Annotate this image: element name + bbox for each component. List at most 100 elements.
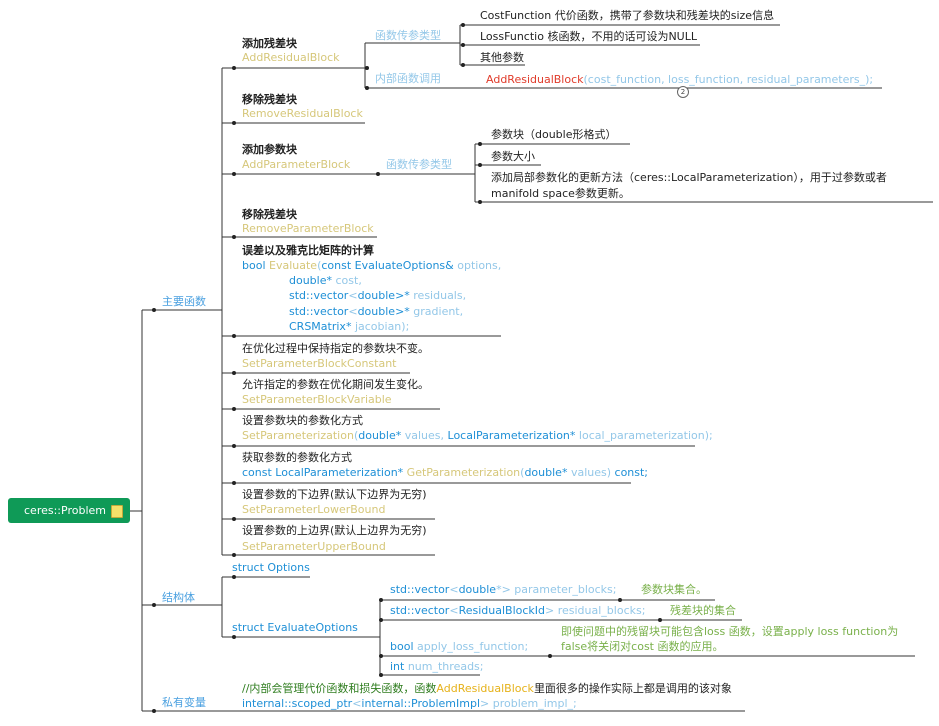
add-residual-fn[interactable]: AddResidualBlock [242,51,340,64]
add-param-title[interactable]: 添加参数块 [242,143,297,156]
kw: double* [358,429,402,442]
branch-main-functions[interactable]: 主要函数 [162,295,206,308]
eval-field-apply-loss-desc-1[interactable]: 即使问题中的残留块可能包含loss 函数，设置apply loss functi… [561,625,899,638]
add-residual-param-3[interactable]: 其他参数 [480,51,524,64]
lower-bound-title[interactable]: 设置参数的下边界(默认下边界为无穷) [242,488,427,501]
comment-fn: AddResidualBlock [436,682,534,695]
kw: bool [390,640,414,653]
kw2: double [458,583,497,596]
branch-structs[interactable]: 结构体 [162,591,195,604]
evaluate-line-5[interactable]: CRSMatrix* jacobian); [289,319,409,334]
evaluate-line-4[interactable]: std::vector<double>* gradient, [289,304,463,319]
lower-bound-fn[interactable]: SetParameterLowerBound [242,503,386,516]
evaluate-line-1[interactable]: bool Evaluate(const EvaluateOptions& opt… [242,258,501,273]
branch-private-vars[interactable]: 私有变量 [162,696,206,709]
id: gradient, [413,305,464,318]
evaluate-line-2[interactable]: double* cost, [289,273,362,288]
get-param-title[interactable]: 获取参数的参数化方式 [242,451,352,464]
gt: *> [496,583,515,596]
struct-options[interactable]: struct Options [232,560,310,575]
eval-field-residual-blocks[interactable]: std::vector<ResidualBlockId> residual_bl… [390,603,645,618]
struct-evaluate-options[interactable]: struct EvaluateOptions [232,620,358,635]
paren: ( [317,259,322,272]
kw: bool [242,259,266,272]
kw2: double* [524,466,568,479]
id: apply_loss_function; [413,640,529,653]
remove-residual-title[interactable]: 移除残差块 [242,93,297,106]
add-residual-internal-call[interactable]: AddResidualBlock(cost_function, loss_fun… [486,72,873,87]
id2: local_parameterization); [575,429,713,442]
get-param-code[interactable]: const LocalParameterization* GetParamete… [242,465,648,480]
remove-residual-fn[interactable]: RemoveResidualBlock [242,107,363,120]
const-block-fn[interactable]: SetParameterBlockConstant [242,357,397,370]
add-residual-param-label[interactable]: 函数传参类型 [375,29,441,42]
add-residual-internal-label[interactable]: 内部函数调用 [375,72,441,85]
internal-call-args: (cost_function, loss_function, residual_… [583,73,874,86]
eval-field-apply-loss-desc-2[interactable]: false将关闭对cost 函数的应用。 [561,640,724,653]
variable-block-title[interactable]: 允许指定的参数在优化期间发生变化。 [242,378,429,391]
kw3: const; [614,466,649,479]
fn: GetParameterization [403,466,521,479]
id: parameter_blocks; [514,583,617,596]
root-label: ceres::Problem [24,504,106,517]
kw: std::vector [289,289,349,302]
add-param-param-3b[interactable]: manifold space参数更新。 [491,187,630,200]
add-residual-param-1[interactable]: CostFunction 代价函数，携带了参数块和残差块的size信息 [480,9,775,22]
add-residual-title[interactable]: 添加残差块 [242,37,297,50]
add-residual-param-2[interactable]: LossFunctio 核函数，不用的话可设为NULL [480,30,697,43]
add-param-fn[interactable]: AddParameterBlock [242,158,351,171]
gt: >* [395,305,414,318]
kw: std::vector [289,305,349,318]
gt: >* [395,289,414,302]
kw2: LocalParameterization* [447,429,576,442]
note-icon[interactable] [110,504,123,518]
id: problem_impl_; [492,697,577,710]
gt: > [480,697,493,710]
fn: Evaluate [269,259,318,272]
eval-field-apply-loss[interactable]: bool apply_loss_function; [390,639,528,654]
id: num_threads; [404,660,484,673]
comment-1: //内部会管理代价函数和损失函数，函数 [242,682,437,695]
kw2: internal::ProblemImpl [361,697,480,710]
kw: struct [232,561,264,574]
comment-2: 里面很多的操作实际上都是调用的该对象 [533,682,732,695]
eval-field-parameter-blocks-desc[interactable]: 参数块集合。 [641,583,707,596]
evaluate-line-3[interactable]: std::vector<double>* residuals, [289,288,466,303]
eval-field-residual-blocks-desc[interactable]: 残差块的集合 [670,604,736,617]
paren: ( [520,466,525,479]
id: values) [567,466,615,479]
kw2: ResidualBlockId [458,604,545,617]
kw: CRSMatrix* [289,320,352,333]
set-param-title[interactable]: 设置参数块的参数化方式 [242,414,363,427]
eval-field-num-threads[interactable]: int num_threads; [390,659,484,674]
paren: ( [353,429,359,442]
kw2: double [357,289,396,302]
upper-bound-title[interactable]: 设置参数的上边界(默认上边界为无穷) [242,524,427,537]
eval-field-parameter-blocks[interactable]: std::vector<double*> parameter_blocks; [390,582,616,597]
kw: struct [232,621,264,634]
kw: int [390,660,405,673]
name: Options [263,561,310,574]
kw: std::vector [390,583,450,596]
id: residual_blocks; [557,604,646,617]
add-param-param-2[interactable]: 参数大小 [491,150,535,163]
private-comment[interactable]: //内部会管理代价函数和损失函数，函数AddResidualBlock里面很多的… [242,681,732,696]
remove-param-fn[interactable]: RemoveParameterBlock [242,222,374,235]
kw: const LocalParameterization* [242,466,404,479]
set-param-code[interactable]: SetParameterization(double* values, Loca… [242,428,713,443]
remove-param-title[interactable]: 移除残差块 [242,208,297,221]
kw: internal::scoped_ptr [242,697,353,710]
const-block-title[interactable]: 在优化过程中保持指定的参数块不变。 [242,342,429,355]
private-member[interactable]: internal::scoped_ptr<internal::ProblemIm… [242,696,577,711]
upper-bound-fn[interactable]: SetParameterUpperBound [242,540,386,553]
add-param-param-3a[interactable]: 添加局部参数化的更新方法（ceres::LocalParameterizatio… [491,171,887,184]
root-node[interactable]: ceres::Problem [8,498,130,523]
add-param-param-1[interactable]: 参数块（double形格式） [491,128,617,141]
id: values, [401,429,448,442]
add-param-param-label[interactable]: 函数传参类型 [386,158,452,171]
lt: < [449,583,459,596]
evaluate-title[interactable]: 误差以及雅克比矩阵的计算 [242,244,374,257]
variable-block-fn[interactable]: SetParameterBlockVariable [242,393,392,406]
internal-call-fn: AddResidualBlock [486,73,584,86]
kw2: double [357,305,396,318]
